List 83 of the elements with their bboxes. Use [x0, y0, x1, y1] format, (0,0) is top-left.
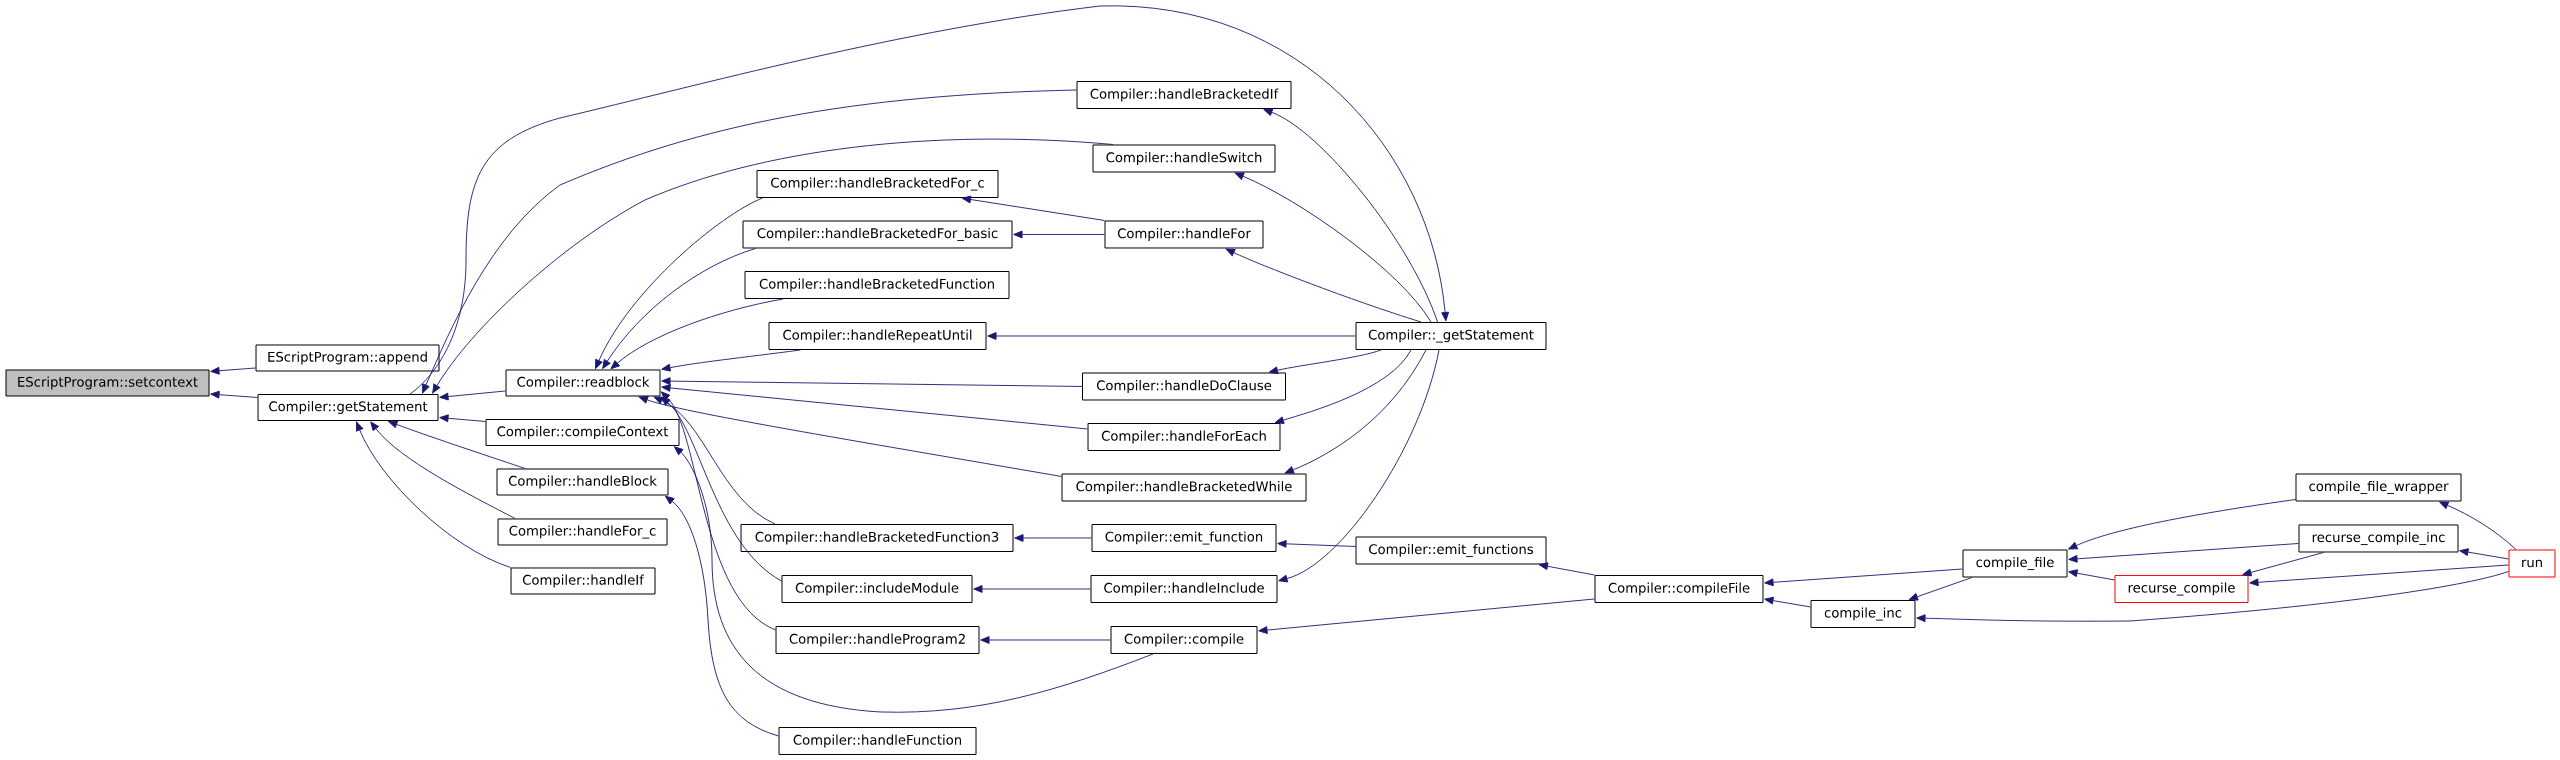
function-box: Compiler::handleFunction [778, 727, 977, 755]
call-arrow [1277, 539, 1356, 548]
call-arrow [661, 349, 801, 372]
call-arrow [210, 390, 258, 399]
call-arrow [2068, 569, 2115, 581]
call-arrow [356, 421, 511, 568]
call-arrow [973, 585, 1091, 593]
call-arrow [1234, 172, 1432, 323]
function-box: Compiler::handleFor_c [497, 518, 668, 546]
call-arrow [409, 5, 1449, 395]
call-arrow [980, 636, 1111, 644]
function-box: Compiler::handleBracketedFunction [744, 271, 1010, 299]
call-arrow [422, 89, 1077, 394]
call-arrow [638, 396, 1062, 477]
call-arrow [1268, 349, 1382, 375]
call-arrow [610, 298, 784, 370]
call-arrow [661, 396, 782, 582]
function-box: Compiler::compileContext [485, 419, 680, 446]
call-arrow [1013, 230, 1105, 239]
call-arrow [2459, 548, 2509, 560]
call-arrow [388, 420, 526, 469]
call-arrow [2068, 543, 2299, 563]
function-box: Compiler::handleBracketedFor_basic [742, 220, 1013, 249]
call-arrow [210, 366, 256, 375]
call-arrow [439, 414, 486, 423]
function-box: Compiler::handleBracketedWhile [1061, 473, 1307, 502]
call-arrow [1764, 596, 1811, 608]
function-box: Compiler::handleIf [510, 567, 656, 595]
function-box: Compiler::handleProgram2 [775, 626, 980, 654]
call-arrow [1263, 108, 1438, 323]
call-arrow [661, 377, 1083, 387]
call-arrow [2068, 499, 2296, 550]
call-arrow [595, 197, 763, 369]
function-box: Compiler::handleInclude [1090, 575, 1278, 603]
call-arrow [1274, 349, 1412, 424]
function-box: Compiler::compile [1110, 626, 1258, 654]
function-box: Compiler::handleRepeatUntil [768, 322, 987, 350]
function-box: Compiler::includeModule [781, 575, 973, 603]
call-arrow [432, 138, 1114, 394]
function-box: Compiler::readblock [505, 369, 661, 397]
call-arrow [1908, 577, 1973, 601]
function-box: Compiler::handleFor [1104, 220, 1264, 249]
call-arrow [665, 495, 779, 737]
call-arrow [1284, 349, 1427, 474]
call-arrow [661, 384, 1088, 430]
function-box: EScriptProgram::setcontext [5, 369, 210, 397]
function-box: run [2508, 549, 2556, 578]
call-arrow [2249, 564, 2509, 587]
call-arrow [660, 391, 776, 631]
call-arrow [370, 421, 516, 519]
call-arrow [1538, 562, 1595, 576]
function-box: Compiler::emit_function [1091, 524, 1277, 552]
function-box: Compiler::handleForEach [1087, 423, 1281, 451]
function-box: Compiler::getStatement [257, 394, 439, 421]
function-box: Compiler::handleBracketedIf [1076, 81, 1292, 109]
call-arrow [1278, 349, 1440, 583]
function-box: recurse_compile_inc [2298, 524, 2459, 553]
call-arrow [1258, 598, 1595, 634]
call-arrow [2439, 501, 2517, 550]
function-box: Compiler::_getStatement [1355, 322, 1547, 350]
call-arrow [961, 195, 1105, 221]
call-arrow [1225, 248, 1422, 323]
function-box: Compiler::handleDoClause [1082, 372, 1286, 401]
function-box: Compiler::compileFile [1594, 575, 1764, 603]
function-box: Compiler::handleBracketedFor_c [756, 170, 999, 198]
function-box: Compiler::emit_functions [1355, 536, 1547, 565]
call-arrow [987, 332, 1356, 340]
function-box: EScriptProgram::append [255, 344, 440, 372]
call-arrow [653, 396, 776, 525]
call-arrow [1014, 534, 1092, 542]
call-arrow [674, 446, 1154, 713]
function-box: compile_file [1962, 549, 2068, 578]
function-box: compile_file_wrapper [2295, 473, 2462, 502]
call-arrow [439, 390, 506, 401]
function-box: Compiler::handleBracketedFunction3 [740, 524, 1014, 552]
function-box: Compiler::handleSwitch [1092, 144, 1276, 173]
call-arrow [602, 248, 756, 369]
call-arrow [1764, 568, 1963, 587]
call-arrow [1916, 571, 2509, 623]
call-arrow [2242, 552, 2324, 577]
function-box: recurse_compile [2114, 575, 2249, 603]
function-box: Compiler::handleBlock [496, 468, 669, 496]
function-box: compile_inc [1810, 600, 1916, 628]
